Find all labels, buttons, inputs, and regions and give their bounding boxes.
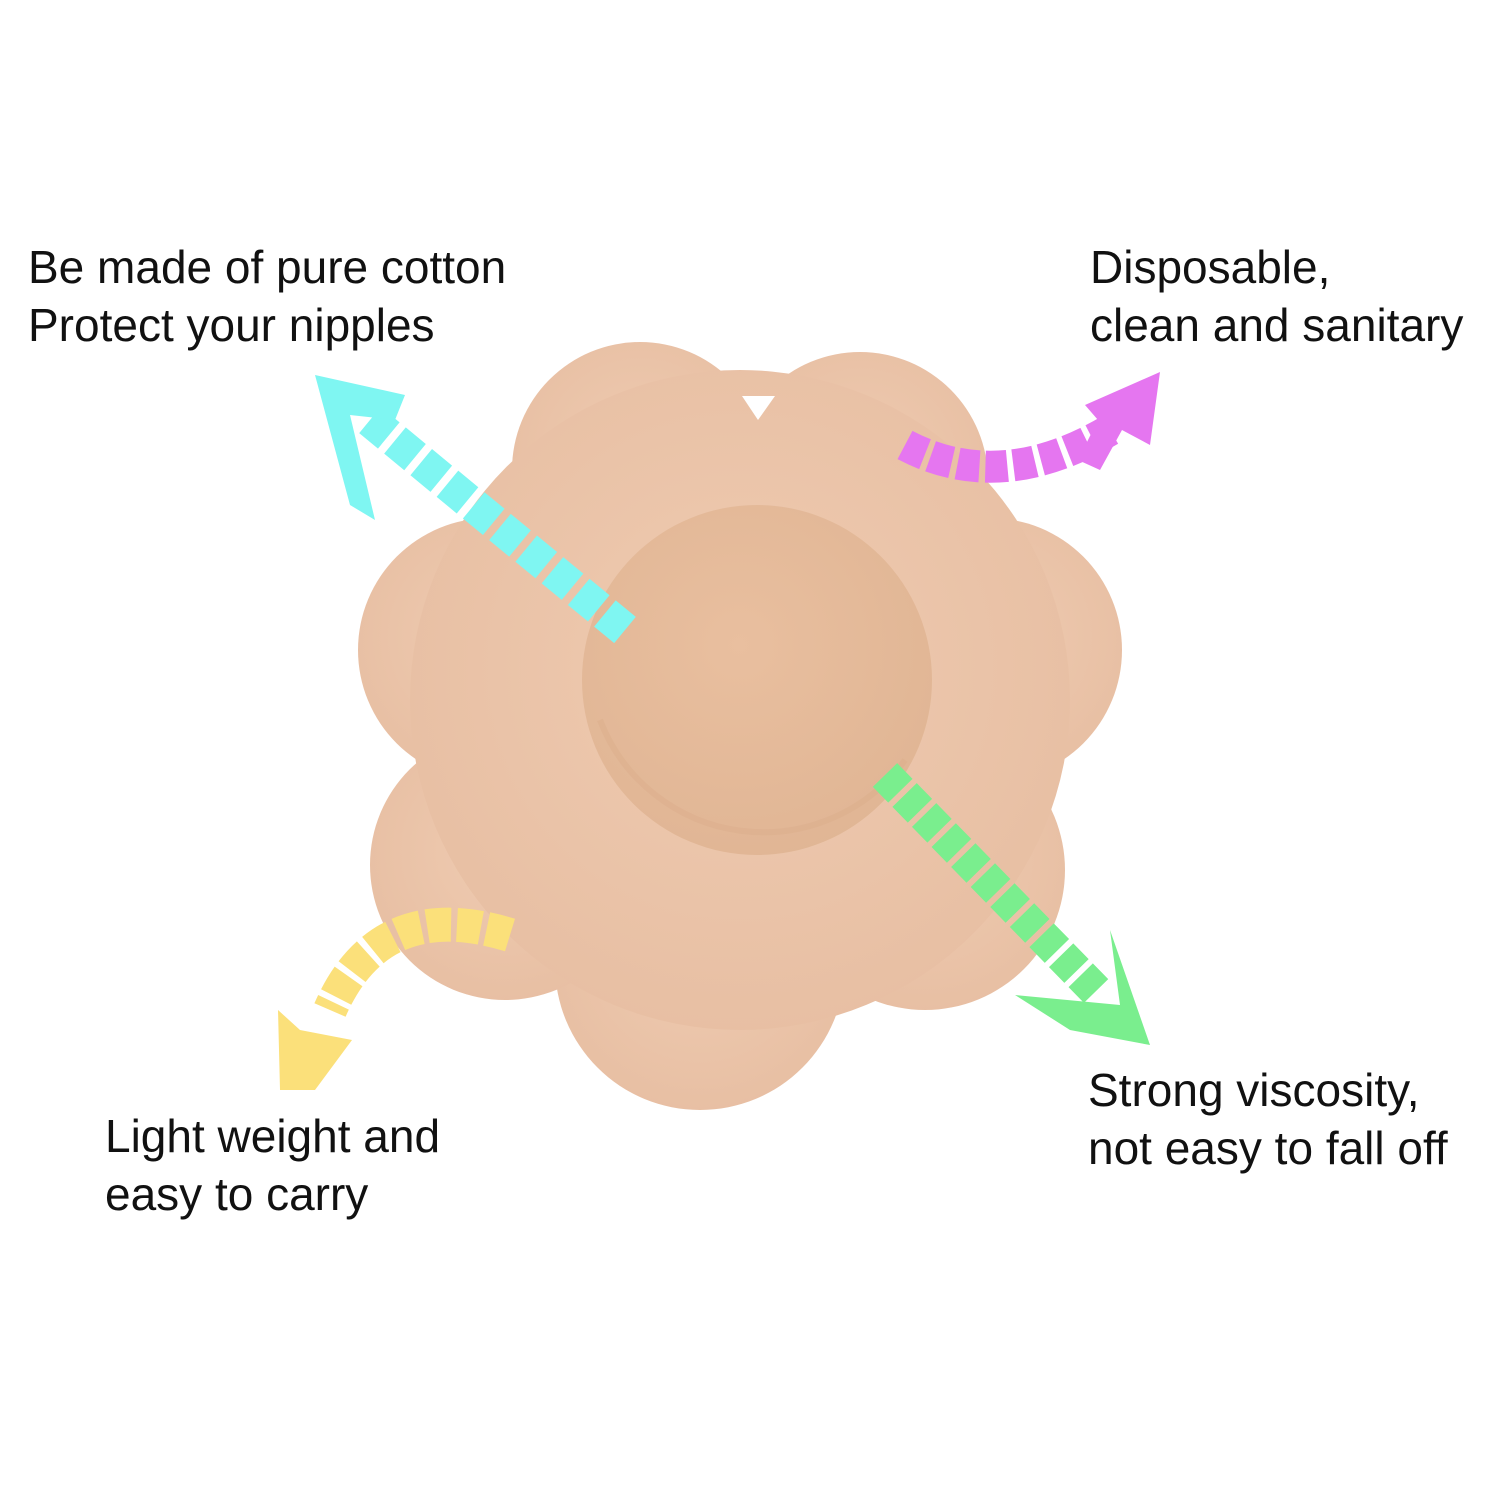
feature-disposable: Disposable, clean and sanitary bbox=[1090, 238, 1463, 354]
feature-line: not easy to fall off bbox=[1088, 1122, 1448, 1174]
feature-line: clean and sanitary bbox=[1090, 299, 1464, 351]
curved-arrow-down-left-icon bbox=[278, 907, 515, 1090]
feature-line: Be made of pure cotton bbox=[28, 241, 507, 293]
arrow-down-right-icon bbox=[872, 763, 1150, 1045]
pastie-center bbox=[582, 505, 932, 855]
curved-arrow-up-right-icon bbox=[897, 372, 1160, 483]
feature-lightweight: Light weight and easy to carry bbox=[105, 1107, 440, 1223]
feature-line: Protect your nipples bbox=[28, 299, 435, 351]
feature-pure-cotton: Be made of pure cotton Protect your nipp… bbox=[28, 238, 506, 354]
pastie-center-shade bbox=[597, 718, 908, 836]
arrow-up-left-icon bbox=[315, 375, 636, 644]
feature-line: easy to carry bbox=[105, 1168, 369, 1220]
feature-line: Strong viscosity, bbox=[1088, 1064, 1420, 1116]
flower-pastie-icon bbox=[358, 342, 1122, 1110]
feature-line: Disposable, bbox=[1090, 241, 1331, 293]
petal-notch bbox=[742, 396, 775, 420]
feature-strong-viscosity: Strong viscosity, not easy to fall off bbox=[1088, 1061, 1448, 1177]
feature-line: Light weight and bbox=[105, 1110, 441, 1162]
